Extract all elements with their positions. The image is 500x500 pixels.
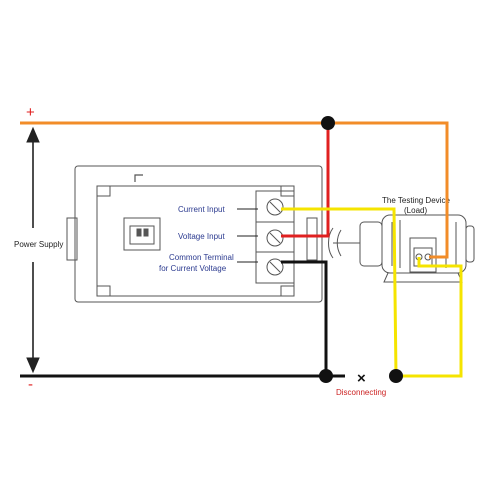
common-terminal-label-2: for Current Voltage — [159, 264, 227, 273]
disconnecting-label: Disconnecting — [336, 388, 386, 397]
junction-positive — [321, 116, 335, 130]
common-wire — [281, 260, 328, 376]
device-label: The Testing Device — [382, 196, 450, 205]
terminal-leaders — [237, 208, 258, 263]
power-supply-label: Power Supply — [14, 240, 63, 249]
minus-sign: - — [28, 376, 33, 393]
panel-meter-icon — [66, 165, 323, 303]
disconnect-mark: × — [357, 370, 366, 387]
common-terminal-label: Common Terminal — [169, 253, 234, 262]
red-wire — [281, 123, 330, 238]
yellow-wire-load — [396, 257, 463, 378]
voltage-input-label: Voltage Input — [178, 232, 225, 241]
plus-sign: + — [26, 104, 35, 121]
positive-wire — [20, 121, 449, 259]
junction-negative — [319, 369, 333, 383]
current-input-label: Current Input — [178, 205, 225, 214]
junction-load — [389, 369, 403, 383]
power-supply-arrow — [26, 126, 40, 374]
yellow-wire-current — [281, 207, 398, 377]
electric-motor-icon — [328, 214, 475, 283]
device-load-label: (Load) — [404, 206, 427, 215]
